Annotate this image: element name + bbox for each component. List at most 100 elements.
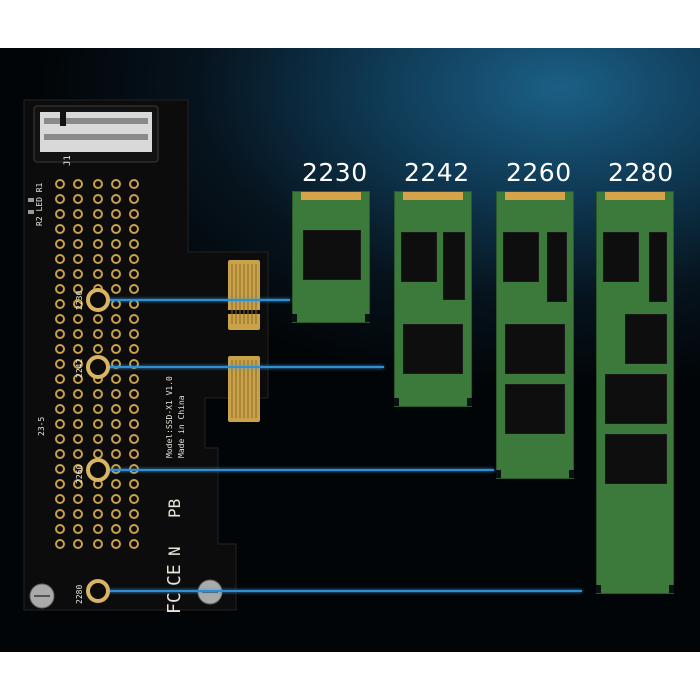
pad-hole (55, 359, 65, 369)
pad-hole (93, 404, 103, 414)
pad-hole (111, 344, 121, 354)
pad-hole (129, 479, 139, 489)
highlighted-holes (86, 288, 110, 603)
pad-hole (73, 539, 83, 549)
flash-chip (303, 230, 361, 280)
pad-hole (73, 359, 83, 369)
pad-hole (111, 209, 121, 219)
ssd-2260 (496, 191, 574, 479)
pad-hole (73, 269, 83, 279)
gold-contacts (605, 192, 665, 200)
controller-chip (401, 232, 437, 282)
flash-chip-3 (605, 434, 667, 484)
pad-hole (129, 284, 139, 294)
pad-hole (111, 179, 121, 189)
pad-hole (73, 404, 83, 414)
ssd-2230 (292, 191, 370, 323)
pad-hole (55, 539, 65, 549)
pad-hole (111, 389, 121, 399)
controller-chip (603, 232, 639, 282)
pad-hole (55, 434, 65, 444)
pad-hole (93, 239, 103, 249)
pad-hole (111, 239, 121, 249)
pad-hole (129, 509, 139, 519)
pad-hole (55, 284, 65, 294)
cert-n-mark: N (165, 546, 184, 556)
pad-hole (73, 374, 83, 384)
hole-label-2230: 2230 (75, 291, 84, 310)
pad-hole (93, 329, 103, 339)
pad-hole (73, 494, 83, 504)
size-label-2230: 2230 (302, 158, 368, 187)
hole-label-2260: 2260 (75, 465, 84, 484)
pad-hole (111, 509, 121, 519)
pad-hole (111, 449, 121, 459)
gold-contacts (403, 192, 463, 200)
pad-hole (55, 404, 65, 414)
pad-hole (55, 344, 65, 354)
led-labels: R2 LED R1 (35, 182, 44, 226)
cert-ce-mark: CE (164, 564, 185, 586)
pad-hole (93, 209, 103, 219)
pad-hole (55, 449, 65, 459)
hole-2280 (86, 579, 110, 603)
flash-chip (403, 324, 463, 374)
pad-hole (73, 344, 83, 354)
pad-hole (55, 209, 65, 219)
pad-hole (93, 269, 103, 279)
guide-line-2280 (98, 590, 582, 592)
pad-hole (129, 344, 139, 354)
hole-2230 (86, 288, 110, 312)
size-label-2280: 2280 (608, 158, 674, 187)
flash-chip-2 (605, 374, 667, 424)
pad-hole (111, 404, 121, 414)
flash-chip-2 (505, 384, 565, 434)
pad-hole (55, 269, 65, 279)
pad-hole (129, 419, 139, 429)
pad-hole (55, 479, 65, 489)
pad-hole (93, 524, 103, 534)
pad-hole (129, 524, 139, 534)
pad-hole (129, 224, 139, 234)
pcie-adapter-board: J1 R2 LED R1 Model:SSD-X1 V1.0 Made in C… (23, 99, 269, 614)
pad-hole (73, 449, 83, 459)
pad-hole (129, 209, 139, 219)
pad-hole (93, 314, 103, 324)
hole-label-2242: 2242 (75, 359, 84, 378)
pad-hole (129, 269, 139, 279)
pad-hole (111, 224, 121, 234)
pad-hole (129, 374, 139, 384)
pad-hole (129, 314, 139, 324)
pad-hole (55, 524, 65, 534)
pad-hole (55, 299, 65, 309)
hole-label-2280: 2280 (75, 585, 84, 604)
pad-hole (111, 284, 121, 294)
guide-line-2242 (98, 366, 384, 368)
hole-2260 (86, 458, 110, 482)
guide-line-2260 (98, 469, 494, 471)
pad-hole (111, 539, 121, 549)
pad-hole (129, 329, 139, 339)
pad-hole (111, 494, 121, 504)
dram-chip (547, 232, 567, 302)
gold-contacts (301, 192, 361, 200)
pad-hole (129, 434, 139, 444)
pad-hole (73, 284, 83, 294)
pad-hole (73, 314, 83, 324)
pad-hole (55, 374, 65, 384)
flash-chip-1 (505, 324, 565, 374)
pad-hole (55, 389, 65, 399)
pad-hole (129, 239, 139, 249)
product-photo: J1 R2 LED R1 Model:SSD-X1 V1.0 Made in C… (0, 48, 700, 652)
pad-hole (55, 194, 65, 204)
pad-hole (73, 194, 83, 204)
gold-contacts (505, 192, 565, 200)
pad-hole (55, 224, 65, 234)
pad-hole (73, 509, 83, 519)
pad-hole (73, 389, 83, 399)
dram-chip (443, 232, 465, 300)
guide-line-2230 (98, 299, 290, 301)
pad-hole (55, 329, 65, 339)
cert-pb-mark: PB (165, 499, 184, 518)
pad-hole (93, 344, 103, 354)
